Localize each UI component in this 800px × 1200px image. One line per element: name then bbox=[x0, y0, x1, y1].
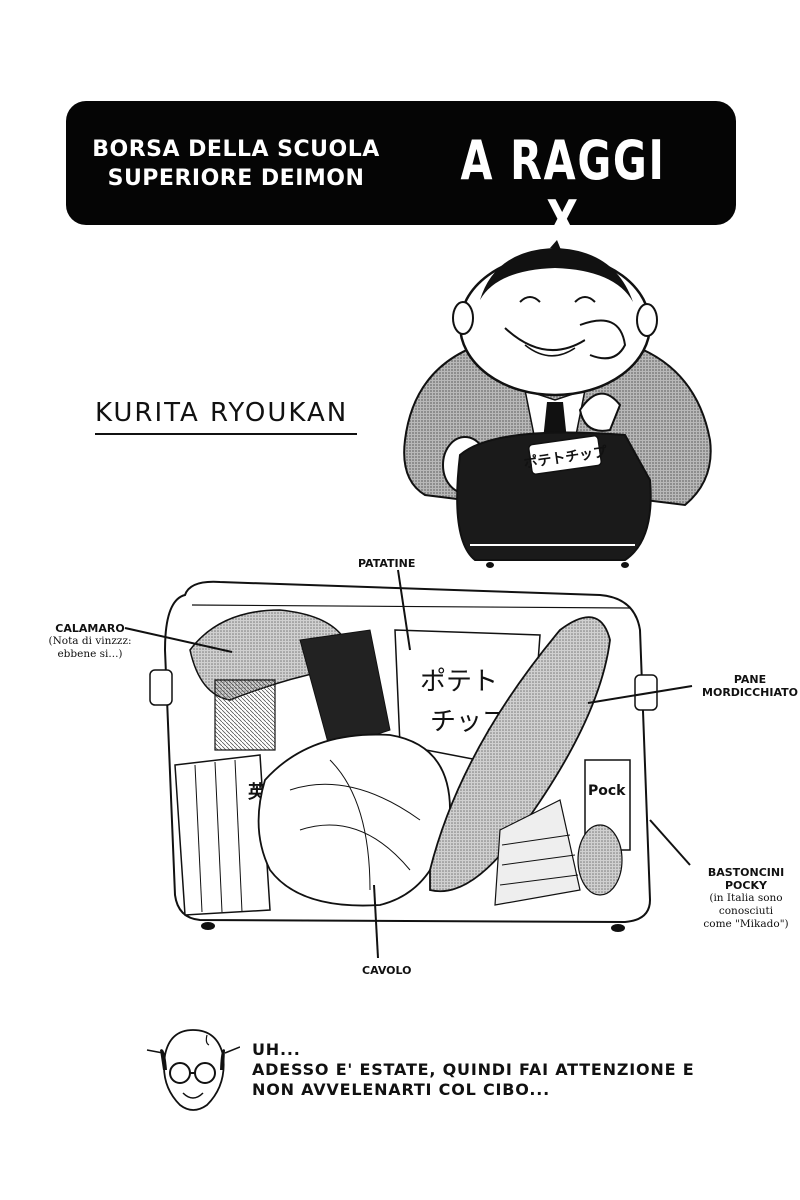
label-calamaro-note-2: ebbene si...) bbox=[57, 648, 123, 660]
label-bastoncini-line-1: BASTONCINI bbox=[707, 866, 785, 879]
name-underline bbox=[95, 433, 357, 435]
label-calamaro-note-1: (Nota di vinzzz: bbox=[48, 635, 132, 647]
label-bastoncini: BASTONCINI POCKY (in Italia sono conosci… bbox=[692, 866, 800, 931]
dialogue-line-3: NON AVVELENARTI COL CIBO... bbox=[252, 1080, 550, 1099]
title-banner: BORSA DELLA SCUOLA SUPERIORE DEIMON A RA… bbox=[66, 101, 736, 251]
teacher-dialogue: UH... ADESSO E' ESTATE, QUINDI FAI ATTEN… bbox=[252, 1040, 694, 1100]
label-calamaro-title: CALAMARO bbox=[55, 622, 125, 635]
svg-text:Pock: Pock bbox=[588, 783, 626, 799]
dialogue-line-2: ADESSO E' ESTATE, QUINDI FAI ATTENZIONE … bbox=[252, 1060, 695, 1079]
kurita-illustration: ポテトチップ bbox=[403, 240, 712, 568]
label-bastoncini-note-1: (in Italia sono bbox=[709, 892, 783, 904]
label-patatine: PATATINE bbox=[358, 557, 416, 570]
title-subtitle: BORSA DELLA SCUOLA SUPERIORE DEIMON bbox=[86, 135, 386, 193]
svg-text:ポテト: ポテト bbox=[420, 667, 498, 697]
subtitle-line-2: SUPERIORE DEIMON bbox=[107, 166, 365, 191]
label-bastoncini-note-3: come "Mikado") bbox=[703, 918, 789, 930]
label-calamaro: CALAMARO (Nota di vinzzz: ebbene si...) bbox=[40, 622, 140, 661]
title-main: A RAGGI X bbox=[460, 129, 666, 252]
label-pane-line-1: PANE bbox=[733, 673, 767, 686]
teacher-face-illustration bbox=[146, 1029, 240, 1111]
character-name: KURITA RYOUKAN bbox=[95, 398, 349, 428]
xray-bag-illustration: 英 ポテト チップ Pock bbox=[149, 580, 658, 932]
subtitle-line-1: BORSA DELLA SCUOLA bbox=[92, 137, 380, 162]
label-pane-line-2: MORDICCHIATO bbox=[702, 686, 798, 699]
label-bastoncini-note-2: conosciuti bbox=[718, 905, 774, 917]
label-bastoncini-line-2: POCKY bbox=[725, 879, 767, 892]
label-cavolo: CAVOLO bbox=[362, 964, 412, 977]
dialogue-line-1: UH... bbox=[252, 1040, 301, 1059]
label-pane: PANE MORDICCHIATO bbox=[700, 673, 800, 699]
